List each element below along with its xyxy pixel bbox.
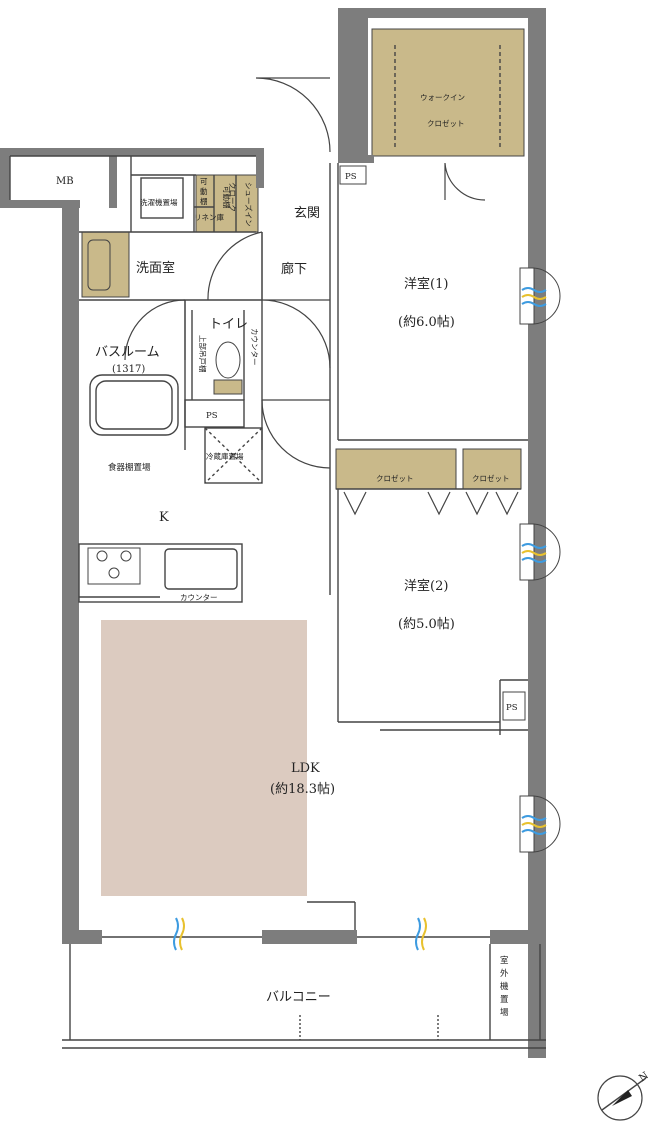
- counter-label: カウンター: [180, 593, 218, 602]
- washroom-label: 洗面室: [136, 260, 175, 276]
- closet-b-fill: [462, 448, 522, 490]
- door-swings: [124, 77, 486, 469]
- walkin-closet-label-1: ウォークイン: [420, 93, 465, 102]
- corridor-label: 廊下: [281, 261, 307, 277]
- interior-lines: [9, 45, 546, 1049]
- movable-shelf-a2: 動: [200, 187, 208, 196]
- ps-label-bath: PS: [206, 411, 218, 421]
- closet-a-label: クロゼット: [376, 473, 414, 483]
- room-labels: MB ウォークイン クロゼット PS シューズイン クローク 洗濯機置場 リネン…: [56, 93, 526, 1018]
- movable-shelf-a3: 棚: [200, 196, 208, 206]
- western1-size: (約6.0帖): [398, 315, 455, 330]
- stove-icon: [87, 547, 141, 585]
- bathroom-label: バスルーム: [95, 345, 160, 360]
- western1-name: 洋室(1): [404, 276, 448, 292]
- linen-label: リネン庫: [194, 212, 224, 222]
- closet-door-marks: [343, 491, 519, 516]
- outdoor-unit-5: 場: [500, 1007, 509, 1018]
- balcony-label: バルコニー: [266, 990, 331, 1005]
- washer-space-label: 洗濯機置場: [140, 197, 178, 207]
- compass: N: [597, 1070, 651, 1121]
- walls: [0, 8, 546, 1058]
- shoes-in-label-2: クローク: [228, 182, 237, 212]
- walkin-closet-label-2: クロゼット: [427, 118, 465, 128]
- fridge-label: 冷蔵庫置場: [206, 451, 244, 461]
- closet-a-fill: [335, 448, 457, 490]
- outdoor-unit-4: 置: [500, 995, 509, 1005]
- kitchen-label: K: [159, 510, 169, 525]
- western2-name: 洋室(2): [404, 578, 448, 594]
- outdoor-unit-3: 機: [500, 981, 509, 992]
- entrance-label: 玄関: [294, 206, 320, 221]
- ldk-name: LDK: [291, 761, 320, 776]
- toilet-icon: [213, 341, 243, 395]
- upper-cabinet-label: 上部吊戸棚: [198, 335, 208, 373]
- ldk-size: (約18.3帖): [270, 782, 335, 797]
- bathroom-size: (1317): [112, 364, 145, 375]
- western2-size: (約5.0帖): [398, 617, 455, 632]
- ps-label-right: PS: [506, 703, 518, 713]
- mb-label: MB: [56, 176, 74, 187]
- ldk-floor-tint: [101, 620, 307, 896]
- counter-vertical-label: カウンター: [250, 328, 259, 366]
- washbasin-icon: [87, 239, 111, 291]
- closet-b-label: クロゼット: [472, 473, 510, 483]
- ps-label-top: PS: [345, 172, 357, 182]
- walkin-closet-fill: [371, 28, 525, 157]
- movable-shelf-a1: 可: [200, 177, 208, 186]
- shoes-in-cloak-fill: [195, 174, 259, 233]
- toilet-label: トイレ: [209, 317, 248, 332]
- outdoor-unit-2: 外: [500, 968, 509, 979]
- shoes-in-label-1: シューズイン: [244, 182, 254, 227]
- movable-shelf-b: 可動棚: [222, 186, 232, 209]
- dish-shelf-label: 食器棚置場: [108, 462, 151, 473]
- outdoor-unit-1: 室: [500, 955, 509, 966]
- window-markers: [173, 267, 561, 951]
